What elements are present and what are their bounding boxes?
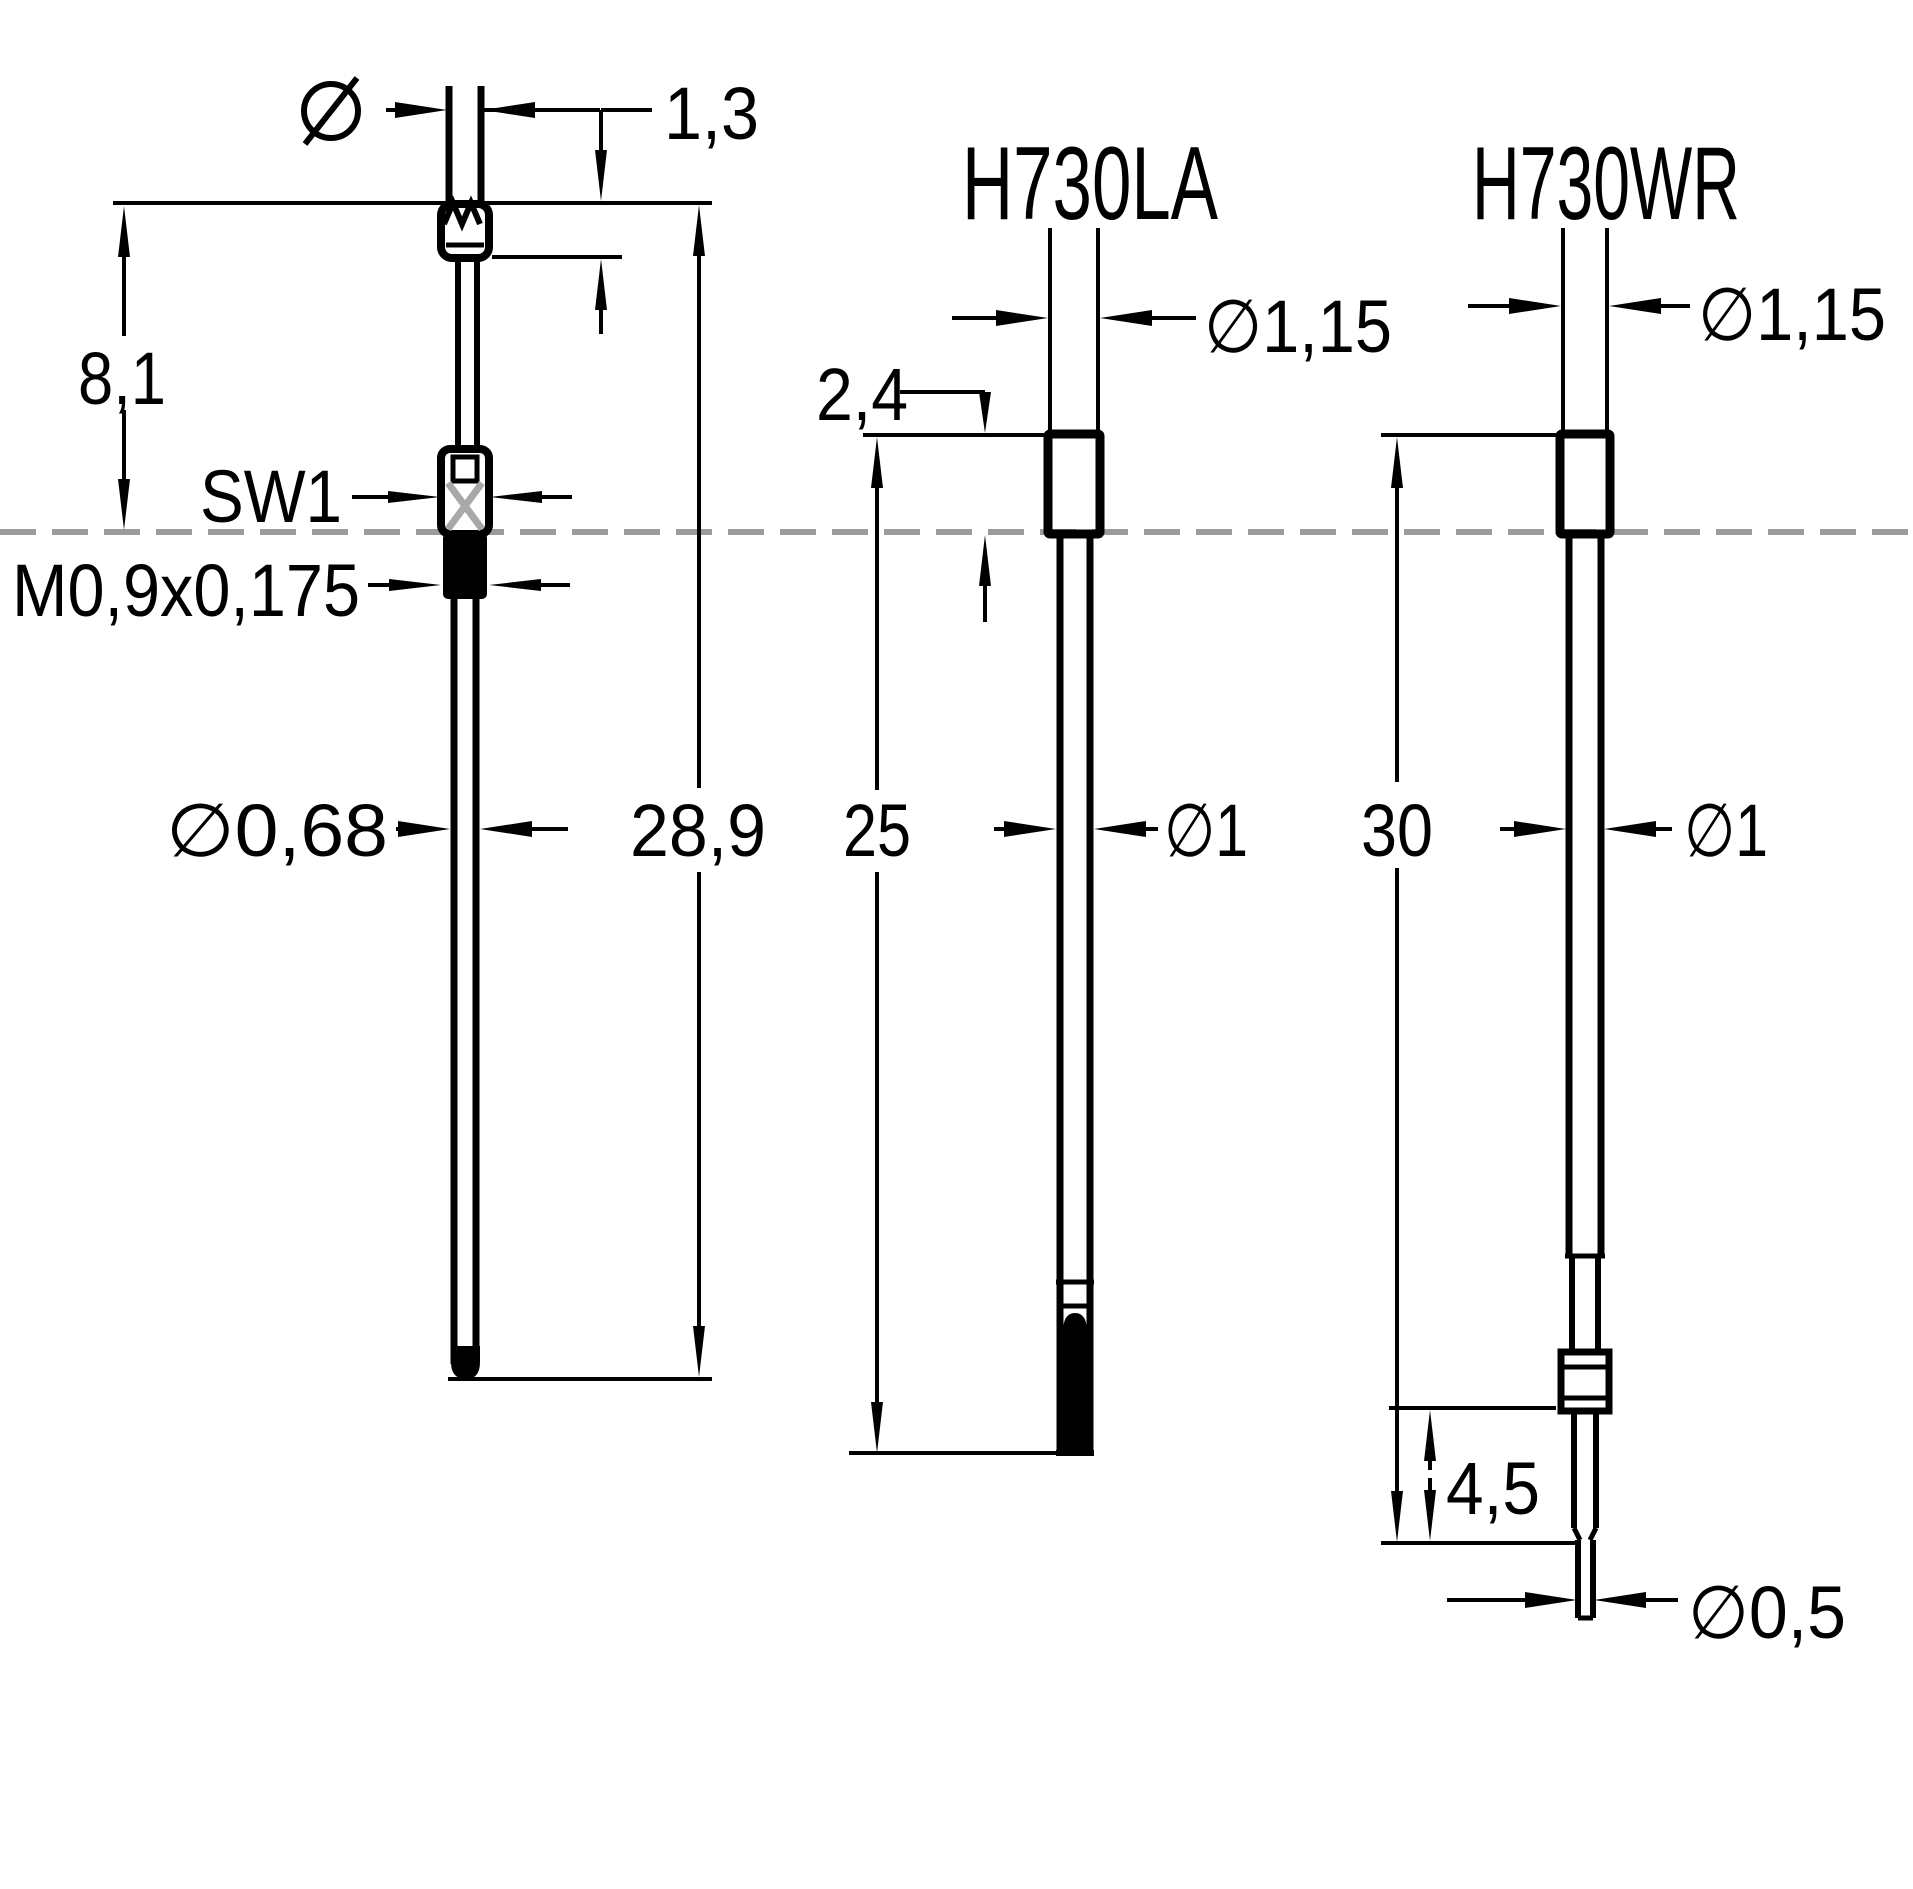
arrow-left: [483, 102, 535, 118]
h730wr-crimp-collar: [1557, 1348, 1613, 1415]
arrow-up: [1424, 1410, 1436, 1461]
dim-total-length: 28,9: [630, 789, 766, 872]
hex-cross-mark-2: [445, 480, 485, 532]
arrow-up: [595, 259, 607, 310]
front-view-dimensions: [118, 76, 705, 1377]
arrow-down: [595, 150, 607, 201]
arrow-right: [1514, 821, 1566, 837]
arrow-down: [979, 392, 991, 433]
dim-h730wr-shaft-diameter: ∅1: [1684, 789, 1768, 872]
dim-h730wr-length: 30: [1361, 789, 1433, 872]
dim-head-length: 1,3: [664, 72, 759, 155]
h730la-head: [1043, 429, 1105, 539]
arrow-right: [1004, 821, 1056, 837]
title-h730wr: H730WR: [1472, 126, 1740, 242]
hex-inner-square: [450, 454, 480, 484]
arrow-down: [693, 1326, 705, 1377]
dim-h730la-shaft-diameter: ∅1: [1164, 789, 1248, 872]
arrow-right: [395, 102, 447, 118]
crown-serration: [441, 195, 483, 232]
arrow-left: [1594, 1592, 1646, 1608]
h730wr-head: [1555, 429, 1615, 539]
dim-barrel-diameter: ∅0,68: [166, 789, 388, 872]
probe-h730la: [1043, 228, 1105, 1456]
arrow-left: [1100, 310, 1152, 326]
dim-h730wr-wire-diameter: ∅0,5: [1688, 1571, 1846, 1654]
arrow-down: [118, 479, 130, 530]
dim-hex-width: SW1: [200, 455, 342, 538]
h730wr-dimensions: [1381, 298, 1690, 1608]
arrow-left: [489, 579, 541, 591]
dim-h730wr-termination-length: 4,5: [1446, 1447, 1540, 1530]
arrow-left: [480, 821, 532, 837]
arrow-right: [398, 821, 450, 837]
arrow-right: [996, 310, 1048, 326]
arrow-up: [1391, 437, 1403, 488]
arrow-left: [490, 491, 542, 503]
post-chamfer-right: [1587, 1526, 1599, 1542]
dim-h730la-head-height: 2,4: [816, 353, 908, 436]
thread-section: [443, 533, 487, 599]
barrel-bottom-cap: [451, 1346, 480, 1379]
hex-section: [437, 445, 493, 538]
arrow-down: [871, 1402, 883, 1453]
arrow-down: [1391, 1491, 1403, 1542]
post-chamfer-left: [1571, 1526, 1583, 1542]
probe-h730wr: [1555, 228, 1615, 1621]
arrow-right: [1509, 298, 1561, 314]
dim-h730la-length: 25: [843, 789, 911, 872]
probe-front-view: [113, 86, 712, 1381]
arrow-down: [1424, 1490, 1436, 1541]
arrow-right: [1525, 1592, 1577, 1608]
probe-head: [437, 200, 493, 262]
arrow-right: [389, 579, 441, 591]
arrow-left: [1604, 821, 1656, 837]
h730la-solder-slug: [1063, 1313, 1087, 1452]
arrow-up: [693, 205, 705, 256]
h730la-dimensions: [849, 310, 1196, 1455]
arrow-up: [979, 535, 991, 586]
arrow-right: [388, 491, 440, 503]
title-h730la: H730LA: [962, 126, 1218, 242]
dim-thread: M0,9x0,175: [12, 549, 360, 632]
dim-h730la-head-diameter: ∅1,15: [1204, 285, 1392, 368]
dim-exposed-length: 8,1: [78, 337, 166, 420]
dim-h730wr-head-diameter: ∅1,15: [1698, 273, 1886, 356]
diameter-icon: [301, 76, 361, 146]
arrow-up: [118, 206, 130, 257]
arrow-left: [1609, 298, 1661, 314]
arrow-up: [871, 437, 883, 488]
arrow-left: [1094, 821, 1146, 837]
